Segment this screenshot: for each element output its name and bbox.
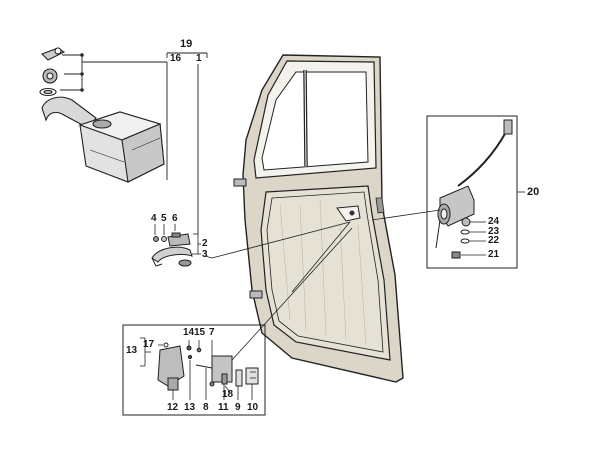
callout-18: 18 — [222, 389, 234, 400]
ring-17 — [163, 342, 169, 348]
callout-19: 19 — [180, 38, 193, 50]
callout-24: 24 — [488, 216, 500, 227]
clip-15 — [196, 347, 202, 353]
outside-handle-group — [151, 232, 193, 267]
nut-24 — [461, 217, 471, 227]
cable-connector — [503, 119, 513, 135]
fuel-tank-group — [39, 47, 165, 183]
leaders-handle — [154, 221, 351, 259]
callout-6: 6 — [172, 213, 178, 224]
screw-6 — [171, 232, 181, 238]
callout-15: 15 — [194, 327, 206, 338]
lock-parts-frame — [122, 324, 266, 416]
callout-2: 2 — [202, 238, 208, 249]
bracket-16 — [60, 53, 168, 180]
callout-12: 12 — [167, 402, 179, 413]
lock-plate-12 — [167, 377, 179, 391]
callout-17: 17 — [143, 339, 155, 350]
lock-mount-tab — [336, 205, 361, 222]
callout-13-left: 13 — [126, 345, 138, 356]
striker-plate-10 — [245, 367, 259, 385]
rod-8 — [195, 364, 213, 369]
handle-knob — [178, 259, 192, 267]
outside-handle — [151, 246, 193, 263]
callout-10: 10 — [247, 402, 259, 413]
callout-5: 5 — [161, 213, 167, 224]
lock-cylinder-frame — [426, 115, 518, 269]
upper-hinge — [233, 178, 247, 187]
door-inner-panel — [260, 185, 391, 361]
callout-11: 11 — [218, 402, 229, 413]
window-opening — [261, 71, 369, 171]
door-texture — [279, 199, 367, 346]
lock-cylinder-box — [371, 115, 525, 269]
door-assembly — [233, 54, 404, 383]
callout-20: 20 — [527, 186, 540, 198]
callout-21: 21 — [488, 249, 500, 260]
lock-parts-box — [122, 227, 353, 416]
screw-14 — [186, 345, 192, 351]
shim-11 — [221, 373, 228, 385]
callout-1: 1 — [196, 53, 202, 64]
callout-13-bottom: 13 — [184, 402, 196, 413]
callout-4: 4 — [151, 213, 157, 224]
cable — [457, 131, 507, 187]
leader-door-inner — [291, 221, 351, 293]
callout-22: 22 — [488, 235, 500, 246]
callout-23: 23 — [488, 226, 500, 237]
pin-18 — [209, 381, 215, 387]
callout-8: 8 — [203, 402, 209, 413]
callout-3: 3 — [202, 249, 208, 260]
callout-7: 7 — [209, 327, 215, 338]
callout-9: 9 — [235, 402, 241, 413]
bush-4 — [153, 236, 159, 242]
screw-21 — [451, 251, 461, 259]
washer-23 — [460, 229, 470, 235]
bracket-19 — [166, 52, 208, 234]
callout-16: 16 — [170, 53, 182, 64]
spacer-9 — [235, 369, 243, 387]
lower-hinge — [249, 290, 263, 299]
washer-5 — [161, 236, 167, 242]
washer-22 — [460, 238, 470, 244]
callout-14: 14 — [183, 327, 195, 338]
